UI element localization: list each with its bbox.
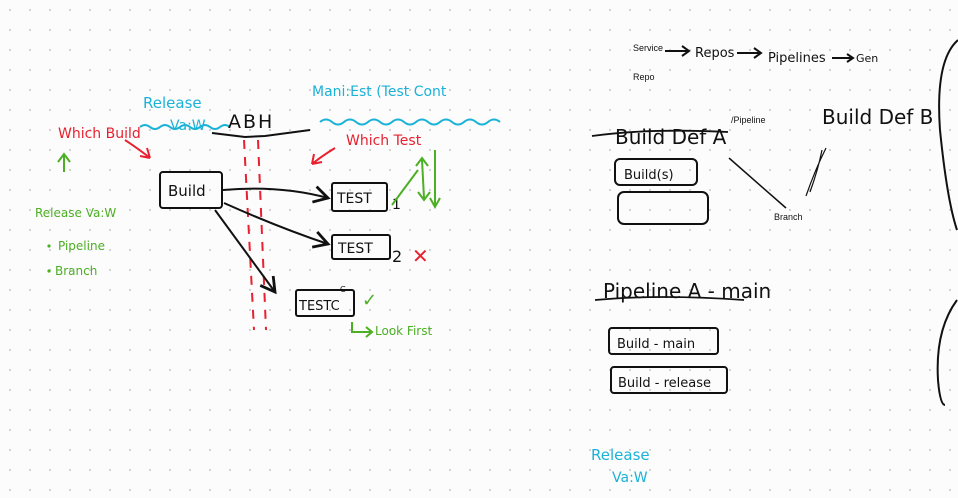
abh-label: ABH: [228, 111, 274, 133]
build-main-box: [608, 327, 719, 355]
build-box: [159, 171, 223, 209]
manifest-label: Mani:Est (Test Cont: [312, 84, 447, 100]
release-vault-green-label: Release Va:W: [35, 206, 116, 220]
green-arrow-1: [391, 169, 419, 206]
test2-fail-mark: ✕: [412, 244, 429, 268]
look-first-label: Look First: [375, 324, 432, 338]
testc-pass-mark: ✓: [362, 290, 377, 311]
which-build-arrow: [124, 139, 151, 159]
builds-box-label: Build(s): [624, 168, 674, 183]
build-release-box: [610, 366, 728, 394]
bullet-dot-2: [47, 269, 51, 273]
release-vault-wave: [139, 124, 231, 130]
which-test-label: Which Test: [346, 133, 422, 149]
flow-service: Service: [633, 43, 663, 53]
bullet-branch: Branch: [55, 264, 97, 278]
build-def-a-label: Build Def A: [615, 125, 727, 149]
release-vault-label-line1: Release: [143, 94, 202, 112]
green-arrow-3: [429, 150, 441, 210]
green-up-arrow: [57, 152, 71, 172]
flow-arrow-3: [832, 53, 855, 63]
manifest-wave: [319, 118, 501, 126]
branch-label: Branch: [774, 212, 803, 222]
flow-arrow-2: [737, 47, 763, 59]
build-main-label: Build - main: [617, 337, 695, 352]
test1-label: TEST: [336, 191, 372, 207]
build-release-label: Build - release: [618, 376, 711, 391]
look-first-arrow: [351, 322, 374, 338]
build-def-b-label: Build Def B: [822, 105, 933, 129]
testc-box: [295, 289, 355, 317]
bullet-pipeline: Pipeline: [58, 239, 105, 253]
arrow-build-to-testc: [214, 209, 277, 295]
build-box-label: Build: [168, 182, 206, 200]
test1-box: [331, 182, 388, 212]
green-double-arrow: [415, 156, 431, 202]
flow-pipelines: Pipelines: [768, 51, 826, 66]
which-test-arrow: [311, 147, 336, 165]
red-dashed-line-1: [243, 139, 255, 331]
left-diagram: Release Va:W ABH Mani:Est (Test Cont Whi…: [35, 84, 501, 338]
release-vault-bottom-line2: Va:W: [612, 470, 648, 486]
test2-box: [331, 234, 391, 260]
build-def-a-underline: [591, 129, 729, 137]
right-diagram: Service Repos Pipelines Gen Repo Build D…: [591, 39, 958, 486]
arrow-build-to-test1: [222, 185, 331, 204]
empty-box: [617, 191, 709, 225]
builds-box: [614, 158, 698, 186]
pipeline-a-label: Pipeline A - main: [603, 279, 771, 303]
test2-marker: 2: [392, 247, 402, 266]
right-edge-curve: [936, 39, 958, 406]
branch-line-right: [805, 147, 827, 197]
abh-underline: [211, 129, 311, 139]
red-dashed-line-2: [257, 139, 267, 331]
flow-repos: Repos: [695, 46, 735, 61]
testc-label: TESTC: [298, 299, 340, 314]
pipeline-a-underline: [594, 296, 745, 301]
flow-arrow-1: [665, 45, 691, 57]
bullet-dot-1: [47, 244, 51, 248]
repo-label: Repo: [633, 72, 655, 82]
which-build-label: Which Build: [58, 126, 141, 142]
release-vault-bottom-line1: Release: [591, 446, 650, 464]
flow-gen: Gen: [856, 52, 878, 65]
arrow-build-to-test2: [223, 202, 331, 249]
pipeline-label: /Pipeline: [731, 115, 766, 125]
branch-line-left: [728, 157, 787, 209]
test2-label: TEST: [337, 241, 373, 257]
